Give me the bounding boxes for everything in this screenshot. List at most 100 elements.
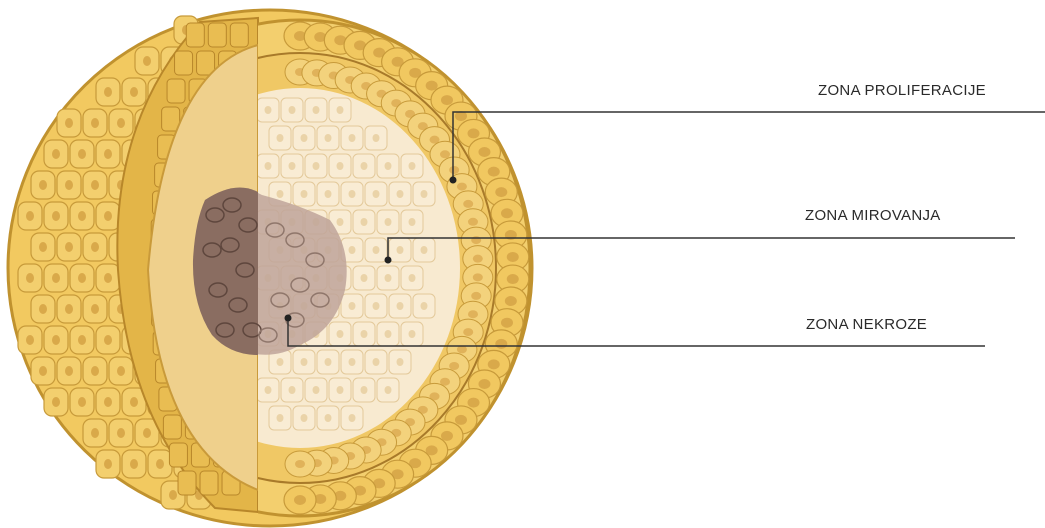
quiescent-cell xyxy=(317,182,339,206)
quiescent-cell xyxy=(317,350,339,374)
band-cell xyxy=(208,23,226,47)
quiescent-cell xyxy=(269,126,291,150)
surface-cell xyxy=(83,109,107,137)
quiescent-cell xyxy=(317,126,339,150)
surface-cell xyxy=(31,295,55,323)
surface-cell xyxy=(109,419,133,447)
quiescent-cell xyxy=(329,154,351,178)
quiescent-cell xyxy=(329,322,351,346)
quiescent-cell xyxy=(341,406,363,430)
surface-cell xyxy=(57,295,81,323)
surface-cell xyxy=(18,264,42,292)
surface-cell xyxy=(57,171,81,199)
surface-cell xyxy=(57,357,81,385)
quiescent-cell xyxy=(257,378,279,402)
quiescent-cell xyxy=(305,98,327,122)
surface-cell xyxy=(83,295,107,323)
surface-cell xyxy=(96,264,120,292)
surface-cell xyxy=(96,78,120,106)
surface-cell xyxy=(122,78,146,106)
surface-cell xyxy=(70,202,94,230)
quiescent-cell xyxy=(353,210,375,234)
quiescent-cell xyxy=(281,378,303,402)
band-cell xyxy=(163,415,181,439)
quiescent-cell xyxy=(281,98,303,122)
surface-cell xyxy=(148,450,172,478)
quiescent-cell xyxy=(413,294,435,318)
band-cell xyxy=(167,79,185,103)
quiescent-cell xyxy=(305,378,327,402)
surface-cell xyxy=(135,47,159,75)
surface-cell xyxy=(44,264,68,292)
quiescent-cell xyxy=(401,154,423,178)
quiescent-cell xyxy=(269,406,291,430)
surface-cell xyxy=(70,264,94,292)
surface-cell xyxy=(70,326,94,354)
quiescent-cell xyxy=(341,126,363,150)
quiescent-cell xyxy=(293,350,315,374)
label-quiescence-zone: ZONA MIROVANJA xyxy=(805,207,941,224)
quiescent-cell xyxy=(413,238,435,262)
surface-cell xyxy=(96,140,120,168)
quiescent-cell xyxy=(341,350,363,374)
quiescent-cell xyxy=(365,350,387,374)
leader-line-proliferation xyxy=(453,112,1045,180)
surface-cell xyxy=(109,109,133,137)
quiescent-cell xyxy=(377,378,399,402)
quiescent-cell xyxy=(401,322,423,346)
surface-cell xyxy=(83,171,107,199)
quiescent-cell xyxy=(389,350,411,374)
quiescent-cell xyxy=(377,322,399,346)
quiescent-cell xyxy=(341,294,363,318)
surface-cell xyxy=(96,388,120,416)
surface-cell xyxy=(96,450,120,478)
surface-cell xyxy=(18,202,42,230)
surface-cell xyxy=(44,388,68,416)
surface-cell xyxy=(31,171,55,199)
surface-cell xyxy=(109,357,133,385)
quiescent-cell xyxy=(365,126,387,150)
band-cell xyxy=(186,23,204,47)
quiescent-cell xyxy=(401,266,423,290)
quiescent-cell xyxy=(377,266,399,290)
quiescent-cell xyxy=(293,182,315,206)
quiescent-cell xyxy=(365,294,387,318)
surface-cell xyxy=(31,357,55,385)
band-cell xyxy=(178,471,196,495)
quiescent-cell xyxy=(377,210,399,234)
surface-cell xyxy=(83,357,107,385)
surface-cell xyxy=(122,450,146,478)
quiescent-cell xyxy=(341,182,363,206)
proliferating-cell xyxy=(284,486,316,514)
quiescent-cell xyxy=(353,378,375,402)
label-necrosis-zone: ZONA NEKROZE xyxy=(806,316,927,333)
quiescent-cell xyxy=(377,154,399,178)
marker-necrosis xyxy=(285,315,292,322)
marker-proliferation xyxy=(450,177,457,184)
marker-quiescence xyxy=(385,257,392,264)
proliferating-cell xyxy=(285,451,315,477)
quiescent-cell xyxy=(401,210,423,234)
quiescent-cell xyxy=(413,182,435,206)
band-cell xyxy=(230,23,248,47)
band-cell xyxy=(175,51,193,75)
quiescent-cell xyxy=(281,154,303,178)
band-cell xyxy=(200,471,218,495)
quiescent-cell xyxy=(329,98,351,122)
surface-cell xyxy=(70,140,94,168)
quiescent-cell xyxy=(257,154,279,178)
surface-cell xyxy=(96,326,120,354)
quiescent-cell xyxy=(365,182,387,206)
quiescent-cell xyxy=(389,182,411,206)
quiescent-cell xyxy=(317,406,339,430)
quiescent-cell xyxy=(365,238,387,262)
surface-cell xyxy=(57,233,81,261)
quiescent-cell xyxy=(353,266,375,290)
quiescent-cell xyxy=(389,238,411,262)
surface-cell xyxy=(44,202,68,230)
quiescent-cell xyxy=(305,154,327,178)
surface-cell xyxy=(44,140,68,168)
surface-cell xyxy=(44,326,68,354)
quiescent-cell xyxy=(353,154,375,178)
